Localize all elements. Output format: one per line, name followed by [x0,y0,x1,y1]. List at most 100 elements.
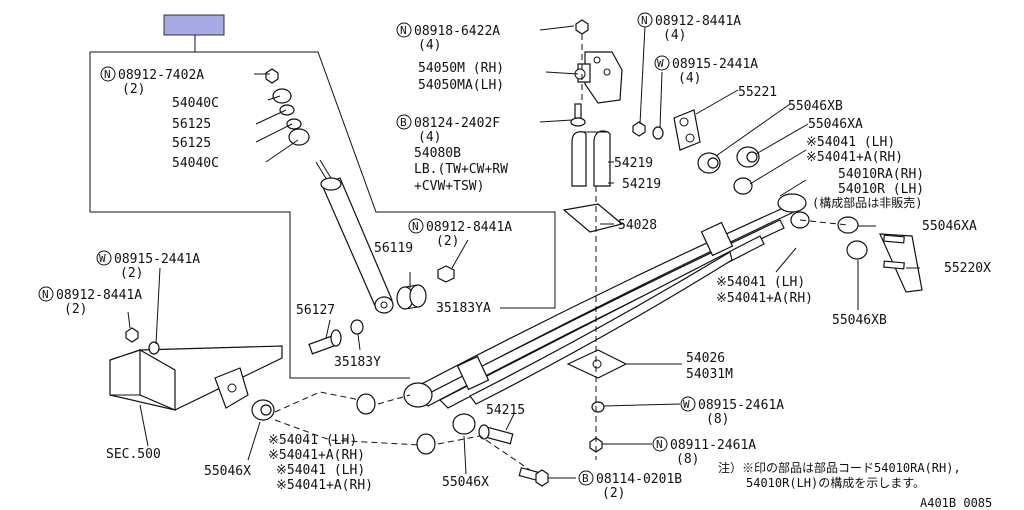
label-08912-8441a-top[interactable]: N 08912-8441A (4) [637,12,741,43]
seat-plate-54028[interactable] [562,203,624,233]
label-55046xb-right[interactable]: 55046XB [832,313,887,328]
svg-text:35183YA: 35183YA [436,301,491,316]
washer-08915-left[interactable] [148,341,160,355]
label-54041-top[interactable]: ※54041 (LH) ※54041+A(RH) [806,135,903,165]
svg-text:08911-2461A: 08911-2461A [670,438,756,453]
label-54041-right[interactable]: ※54041 (LH) ※54041+A(RH) [716,275,813,306]
label-55046x-low[interactable]: 55046X [442,475,489,490]
nut-35183ya[interactable] [437,265,455,283]
label-08912-8441a-left[interactable]: N 08912-8441A (2) [38,286,142,317]
bolt-54215[interactable] [478,424,514,445]
label-54040c-a[interactable]: 54040C [172,96,219,111]
nut-08912-left[interactable] [125,327,139,343]
label-08915-2461a[interactable]: W 08915-2461A (8) [680,396,784,427]
bushing-55046xa-right[interactable] [837,216,859,234]
label-55046xb-top[interactable]: 55046XB [788,99,843,114]
chassis-frame [109,345,283,411]
upper-mount-stack[interactable] [265,68,310,146]
label-56127[interactable]: 56127 [296,303,335,318]
label-55220x[interactable]: 55220X [944,261,991,276]
label-54215[interactable]: 54215 [486,403,525,418]
bolt-08124[interactable] [570,103,586,127]
svg-text:W: W [657,57,664,70]
label-54219-b[interactable]: 54219 [622,177,661,192]
svg-text:55220X: 55220X [944,261,991,276]
bushing-55046xb-right[interactable] [846,240,868,260]
label-08124-2402f[interactable]: B 08124-2402F (4) [396,114,500,145]
svg-text:※54041+A(RH): ※54041+A(RH) [716,291,813,306]
bolt-56127[interactable] [308,329,342,355]
label-54040c-b[interactable]: 54040C [172,156,219,171]
nut-08918[interactable] [575,19,589,35]
label-55046xa-top[interactable]: 55046XA [808,117,863,132]
spring-bracket-54050m[interactable] [574,51,623,104]
label-56119[interactable]: 56119 [374,241,413,256]
label-35183ya[interactable]: 35183YA [436,301,491,316]
svg-text:※54041+A(RH): ※54041+A(RH) [276,478,373,493]
svg-text:54040C: 54040C [172,156,219,171]
label-54080b[interactable]: 54080B LB.(TW+CW+RW +CVW+TSW) [414,146,508,194]
label-08915-2441a-top[interactable]: W 08915-2441A (4) [654,55,758,86]
label-54041-bottom-b[interactable]: ※54041 (LH) ※54041+A(RH) [276,463,373,493]
label-08911-2461a[interactable]: N 08911-2461A (8) [652,436,756,467]
bolt-08114[interactable] [518,467,549,487]
shock-bushings[interactable] [396,284,427,310]
label-08912-8441a-mid[interactable]: N 08912-8441A (2) [408,218,512,249]
label-55046x-left[interactable]: 55046X [204,464,251,479]
label-08114-0201b[interactable]: B 08114-0201B (2) [578,470,682,501]
svg-text:54219: 54219 [614,156,653,171]
bushing-54041-mid[interactable] [356,393,376,415]
washer-08915-top[interactable] [652,126,664,140]
svg-text:54010R (LH): 54010R (LH) [838,182,924,197]
svg-text:08915-2441A: 08915-2441A [672,57,758,72]
shackle-plate-55221[interactable] [673,109,701,151]
label-54041-bottom-a[interactable]: ※54041 (LH) ※54041+A(RH) [268,433,365,463]
svg-text:N: N [42,288,49,301]
leaf-spring-54010[interactable] [403,193,807,409]
label-54026[interactable]: 54026 54031M [686,351,733,382]
bushing-55046xa-top[interactable] [736,146,760,168]
label-08915-2441a-left[interactable]: W 08915-2441A (2) [96,250,200,281]
bushing-54041-top[interactable] [733,177,753,195]
svg-text:(2): (2) [436,234,459,249]
washer-35183y[interactable] [350,319,364,335]
u-bolt-54219[interactable] [571,130,611,187]
shackle-55220x[interactable] [879,233,923,293]
label-sec500[interactable]: SEC.500 [106,447,161,462]
svg-text:08915-2441A: 08915-2441A [114,252,200,267]
svg-text:+CVW+TSW): +CVW+TSW) [414,179,484,194]
svg-text:注）※印の部品は部品コード54010RA(RH),: 注）※印の部品は部品コード54010RA(RH), [718,460,961,475]
svg-text:LB.(TW+CW+RW: LB.(TW+CW+RW [414,162,508,177]
label-55046xa-right[interactable]: 55046XA [922,219,977,234]
svg-text:(2): (2) [120,266,143,281]
label-08912-7402a[interactable]: N 08912-7402A (2) [100,66,204,97]
svg-text:※54041 (LH): ※54041 (LH) [806,135,895,150]
bushing-55046xb-top[interactable] [697,152,721,174]
bushing-55046x-low[interactable] [452,413,476,435]
bushing-54041-low[interactable] [416,433,436,455]
svg-text:(4): (4) [678,71,701,86]
label-54050m[interactable]: 54050M (RH) 54050MA(LH) [418,61,504,93]
svg-text:54215: 54215 [486,403,525,418]
label-35183y[interactable]: 35183Y [334,355,381,370]
svg-text:N: N [656,438,663,451]
frame-bracket[interactable] [214,367,249,409]
svg-text:56127: 56127 [296,303,335,318]
shock-absorber[interactable] [315,159,394,314]
bushing-55046x-left[interactable] [251,399,275,421]
nut-08912-top[interactable] [632,121,646,137]
svg-text:55046XA: 55046XA [808,117,863,132]
label-54010ra[interactable]: 54010RA(RH) 54010R (LH) (構成部品は非販売) [812,167,924,210]
label-55221[interactable]: 55221 [738,85,777,100]
label-56125-b[interactable]: 56125 [172,136,211,151]
label-08918-6422a[interactable]: N 08918-6422A (4) [396,22,500,53]
header-tab[interactable] [163,14,225,36]
washer-08915-bottom[interactable] [591,401,605,413]
label-56125-a[interactable]: 56125 [172,117,211,132]
svg-text:55046X: 55046X [442,475,489,490]
label-54028[interactable]: 54028 [618,218,657,233]
svg-text:35183Y: 35183Y [334,355,381,370]
svg-text:55046XB: 55046XB [832,313,887,328]
label-54219-a[interactable]: 54219 [614,156,653,171]
